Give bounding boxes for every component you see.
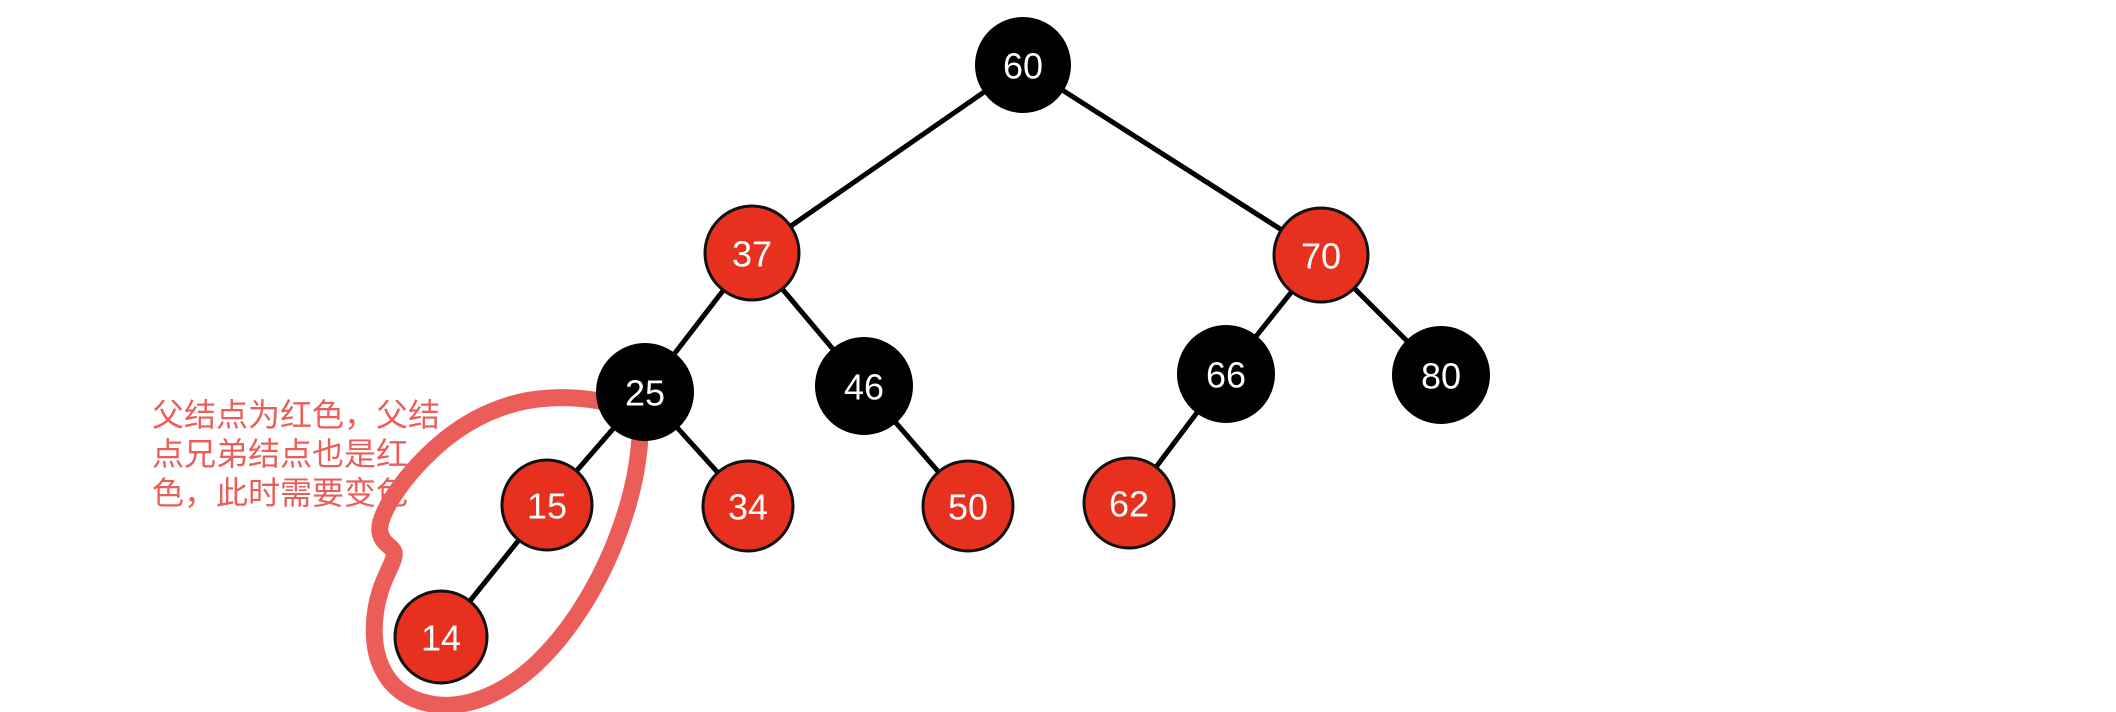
node-label-50: 50: [948, 487, 988, 528]
node-circle-37[interactable]: [703, 204, 801, 302]
tree-node-66[interactable]: 66: [1177, 325, 1275, 423]
tree-node-15[interactable]: 15: [500, 458, 594, 552]
tree-node-80[interactable]: 80: [1392, 326, 1490, 424]
nodes-group: 60 37 70 25 46 66 80 15 34 50 62 14: [393, 17, 1490, 685]
tree-node-34[interactable]: 34: [701, 459, 795, 553]
node-circle-34[interactable]: [701, 459, 795, 553]
hand-drawn-oval-highlight: [365, 389, 649, 712]
node-circle-50[interactable]: [921, 459, 1015, 553]
tree-node-46[interactable]: 46: [815, 337, 913, 435]
node-label-62: 62: [1109, 484, 1149, 525]
node-circle-80[interactable]: [1392, 326, 1490, 424]
node-label-46: 46: [844, 367, 884, 408]
tree-node-37[interactable]: 37: [703, 204, 801, 302]
node-circle-15[interactable]: [500, 458, 594, 552]
annotation-highlight-group: [365, 389, 649, 712]
tree-node-62[interactable]: 62: [1082, 456, 1176, 550]
tree-node-14[interactable]: 14: [393, 589, 489, 685]
tree-node-60[interactable]: 60: [975, 17, 1071, 113]
node-label-80: 80: [1421, 356, 1461, 397]
node-circle-66[interactable]: [1177, 325, 1275, 423]
node-label-70: 70: [1301, 236, 1341, 277]
node-label-14: 14: [421, 618, 461, 659]
node-label-37: 37: [732, 234, 772, 275]
edges-group: [439, 62, 1443, 639]
node-circle-70[interactable]: [1272, 206, 1370, 304]
node-circle-46[interactable]: [815, 337, 913, 435]
node-circle-14[interactable]: [393, 589, 489, 685]
node-circle-60[interactable]: [975, 17, 1071, 113]
node-label-66: 66: [1206, 355, 1246, 396]
node-circle-62[interactable]: [1082, 456, 1176, 550]
node-label-25: 25: [625, 373, 665, 414]
tree-edge-60-70: [1021, 62, 1323, 258]
node-label-15: 15: [527, 486, 567, 527]
tree-node-25[interactable]: 25: [596, 343, 694, 441]
tree-node-50[interactable]: 50: [921, 459, 1015, 553]
tree-node-70[interactable]: 70: [1272, 206, 1370, 304]
node-label-34: 34: [728, 487, 768, 528]
annotation-text: 父结点为红色，父结点兄弟结点也是红色，此时需要变色: [152, 397, 441, 511]
node-circle-25[interactable]: [596, 343, 694, 441]
tree-edge-60-37: [750, 62, 1025, 256]
node-label-60: 60: [1003, 46, 1043, 87]
